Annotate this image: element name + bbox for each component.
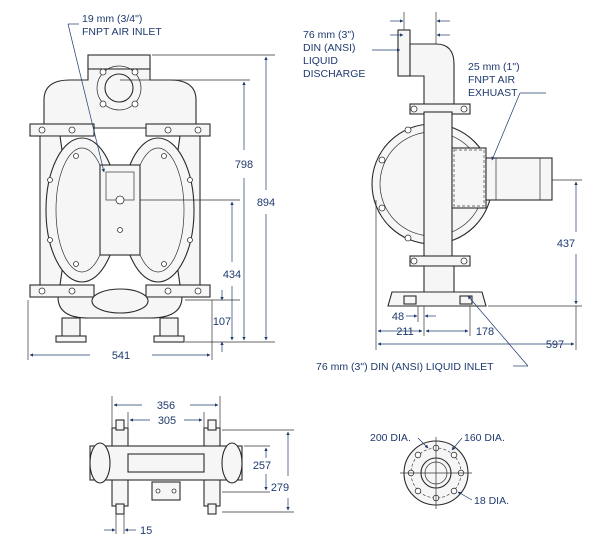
flange-detail: [400, 437, 472, 509]
dim-211: 211: [396, 326, 414, 338]
side-view-dimensions: 76 mm (3") DIN (ANSI) LIQUID DISCHARGE 2…: [303, 12, 582, 373]
dim-437: 437: [557, 238, 575, 250]
exhaust-label-2: FNPT AIR: [468, 74, 515, 86]
flange-detail-dimensions: 200 DIA. 160 DIA. 18 DIA.: [370, 432, 509, 507]
dim-48: 48: [392, 311, 404, 323]
dim-257: 257: [253, 460, 271, 472]
dim-356: 356: [157, 400, 175, 412]
flange-160-dia: 160 DIA.: [464, 432, 505, 444]
dim-15: 15: [140, 525, 152, 537]
discharge-label-4: DISCHARGE: [303, 68, 365, 80]
bottom-view: [89, 419, 243, 515]
dim-107: 107: [213, 316, 231, 328]
dim-279: 279: [271, 482, 289, 494]
flange-18-dia: 18 DIA.: [474, 495, 509, 507]
side-view: [371, 29, 553, 307]
discharge-label-3: LIQUID: [303, 55, 338, 67]
dim-541: 541: [112, 350, 130, 362]
air-inlet-label-1: 19 mm (3/4"): [82, 13, 142, 25]
bottom-view-dimensions: 356 305 257 279 15: [104, 396, 294, 537]
air-inlet-label-2: FNPT AIR INLET: [82, 26, 162, 38]
dim-305: 305: [158, 415, 176, 427]
dim-178: 178: [476, 326, 494, 338]
front-view: [29, 54, 211, 343]
front-view-dimensions: 19 mm (3/4") FNPT AIR INLET 541 798 894 …: [27, 13, 275, 362]
flange-200-dia: 200 DIA.: [370, 432, 411, 444]
dim-798: 798: [235, 159, 253, 171]
dim-434: 434: [223, 269, 241, 281]
dim-597: 597: [546, 339, 564, 351]
exhaust-label-1: 25 mm (1"): [468, 61, 520, 73]
dim-894: 894: [257, 197, 275, 209]
exhaust-label-3: EXHUAST: [468, 87, 518, 99]
discharge-label-1: 76 mm (3"): [303, 29, 355, 41]
liquid-inlet-label: 76 mm (3") DIN (ANSI) LIQUID INLET: [316, 361, 494, 373]
discharge-label-2: DIN (ANSI): [303, 42, 356, 54]
